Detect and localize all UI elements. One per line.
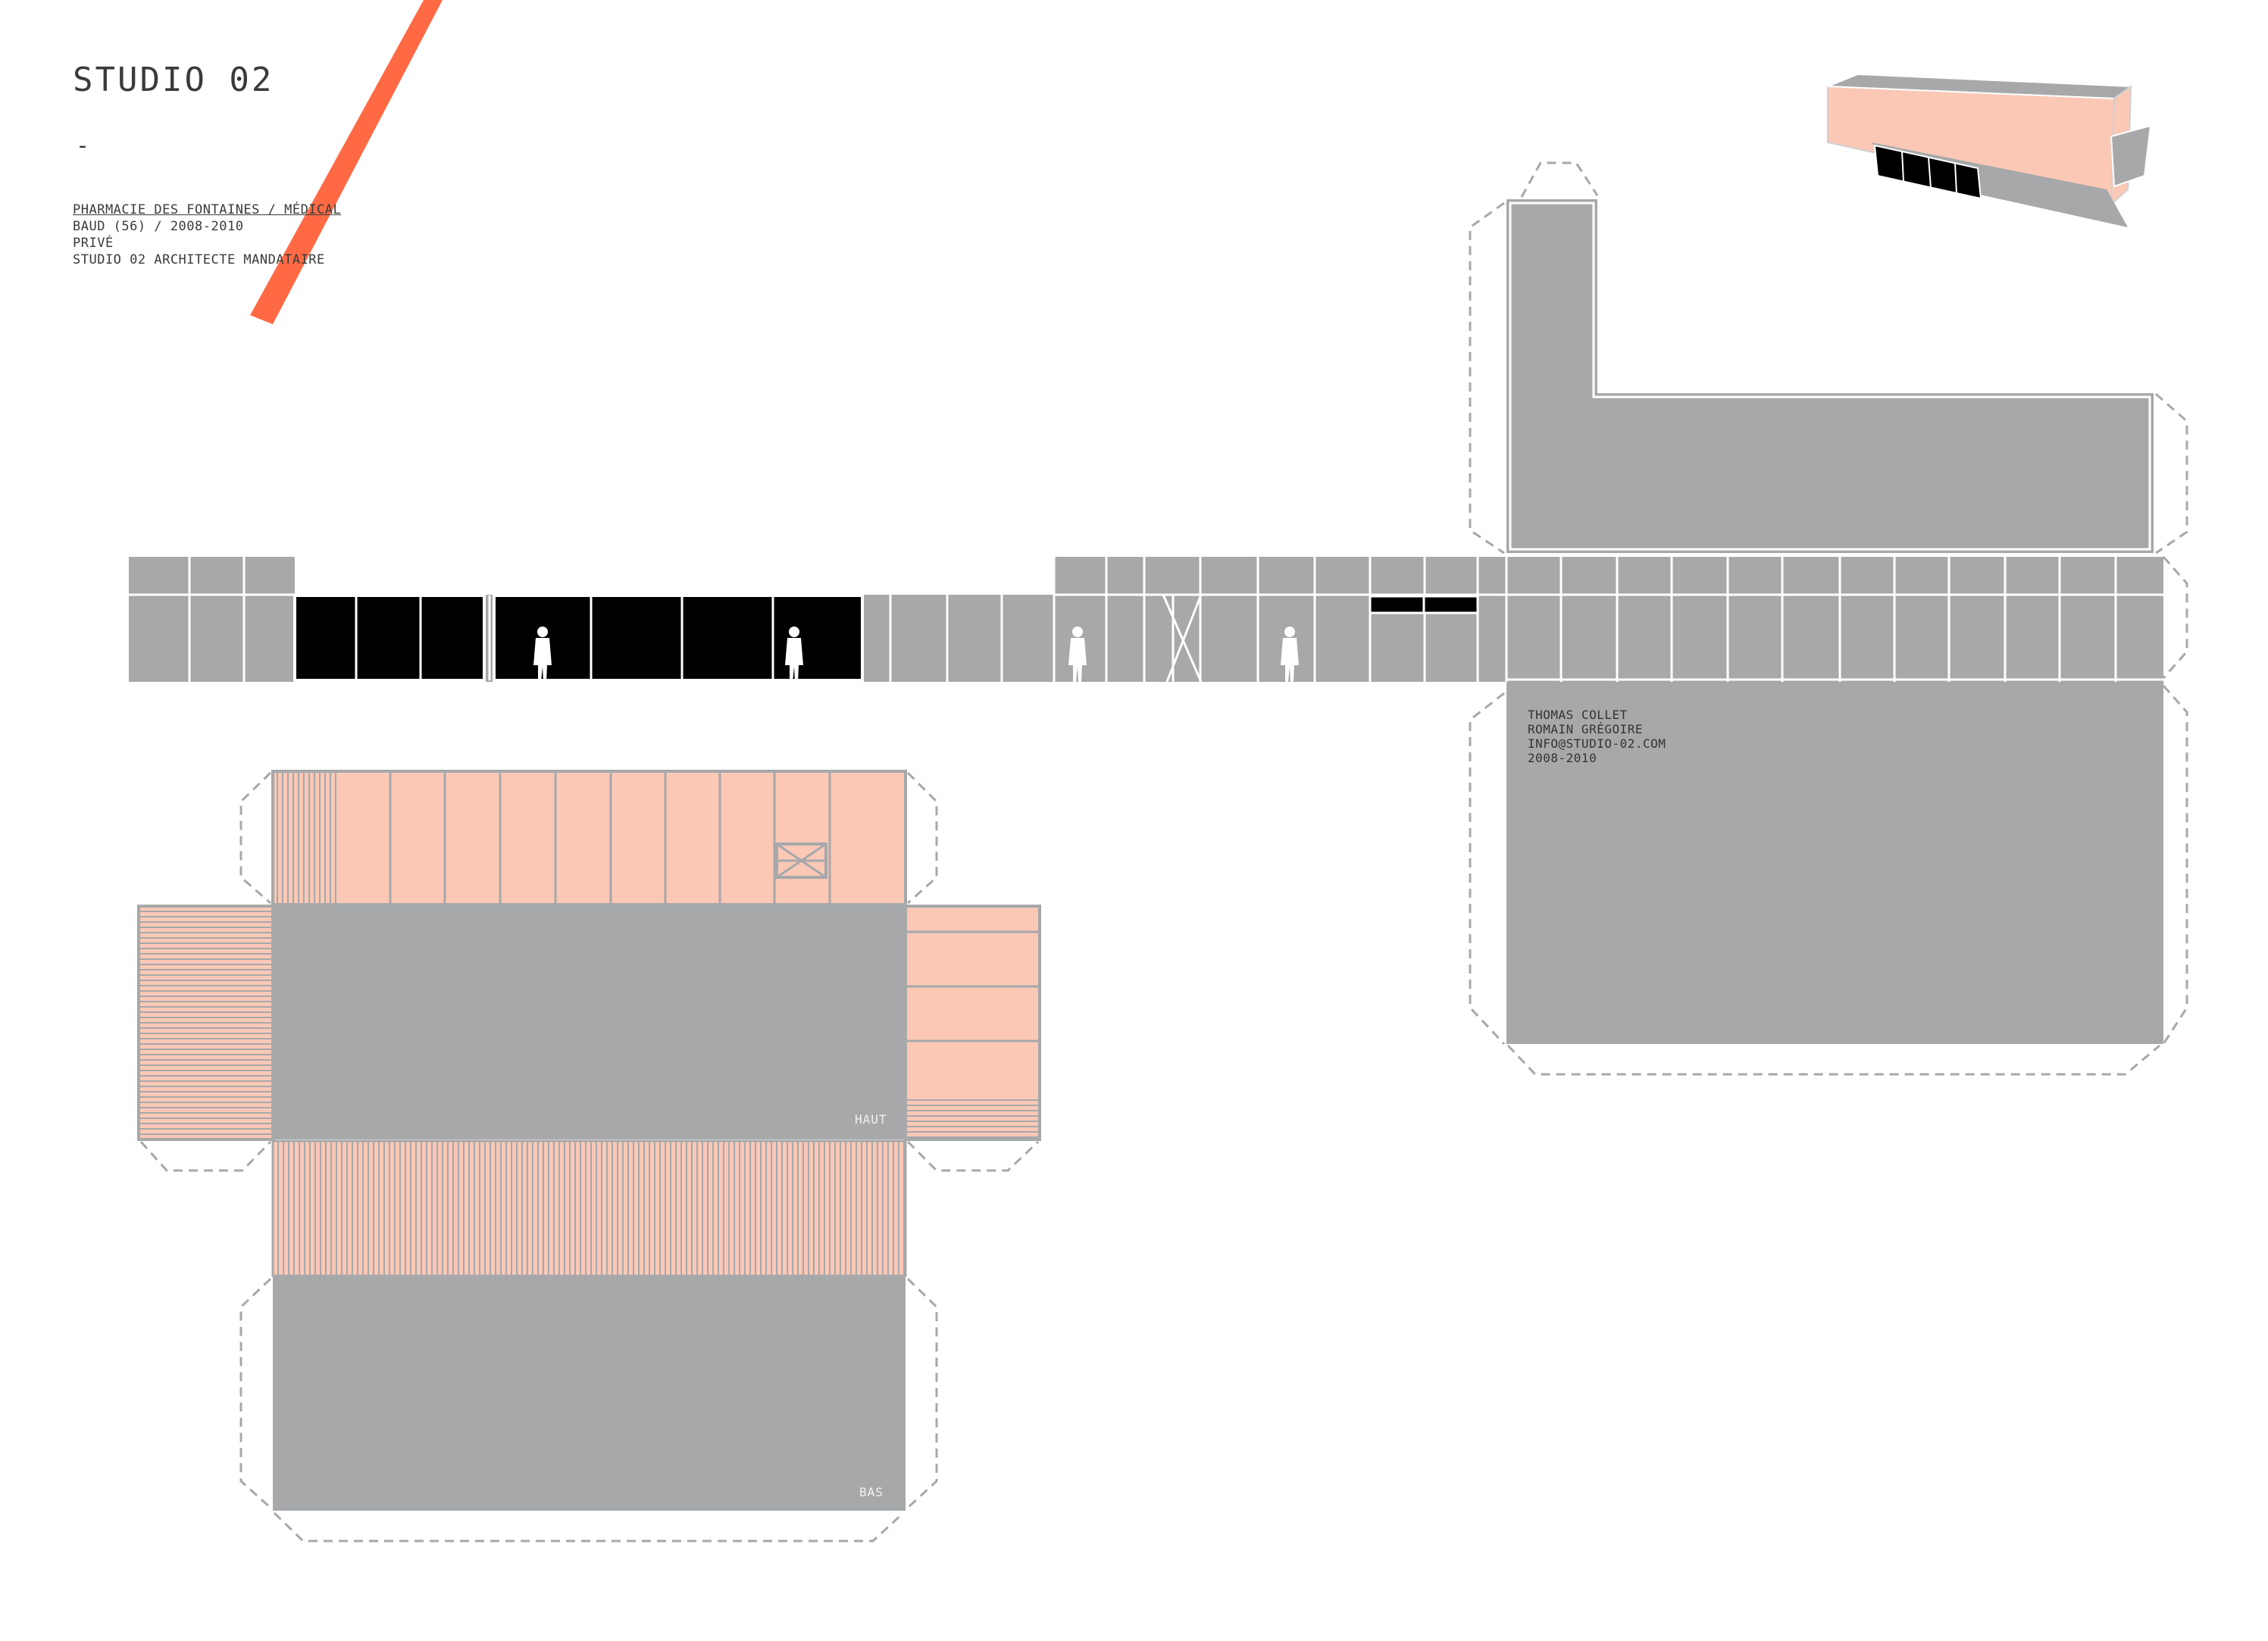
preview-glazing-mullion-1: [1928, 157, 1932, 189]
credit-author-2: ROMAIN GRÉGOIRE: [1528, 722, 1643, 736]
bas-glue-tab-bottom: [273, 1511, 905, 1543]
person-silhouette-3-head: [1072, 627, 1083, 637]
bas-glue-tab-right: [906, 1277, 938, 1509]
box-face-bas: [273, 1276, 906, 1511]
label-haut: HAUT: [855, 1112, 887, 1127]
top-facade-glue-tab-left: [239, 771, 272, 905]
preview-lower-block-top: [2110, 124, 2152, 188]
person-silhouette-4-body: [1281, 638, 1299, 682]
person-silhouette-1-head: [537, 627, 548, 637]
credit-author-1: THOMAS COLLET: [1528, 708, 1628, 722]
roof-l-panel: [1506, 199, 2154, 553]
elevation-glazing-1: [293, 594, 486, 682]
right-face-glue-tab-right: [2162, 685, 2188, 1045]
project-location-years: BAUD (56) / 2008-2010: [73, 219, 244, 234]
entrance-door-line-1: [1162, 594, 1203, 683]
project-client-type: PRIVÉ: [73, 236, 114, 251]
credit-email: INFO@STUDIO-02.COM: [1528, 736, 1666, 751]
studio-title: STUDIO 02: [73, 61, 274, 99]
right-face-glue-tab-bottom: [1506, 1044, 2160, 1076]
roof-glue-tab-left: [1469, 202, 1505, 555]
left-side-glue-tab: [139, 1140, 272, 1172]
roof-glue-tab-right: [2155, 392, 2188, 555]
person-silhouette-2-head: [789, 627, 799, 637]
person-silhouette-2-body: [785, 638, 803, 682]
box-right-side: [904, 905, 1041, 1141]
project-role: STUDIO 02 ARCHITECTE MANDATAIRE: [73, 252, 325, 267]
roof-l-panel-outline: [1509, 202, 2151, 551]
person-silhouette-4-head: [1284, 627, 1295, 637]
person-silhouette-1-body: [533, 638, 552, 682]
elevation-glue-tab-right: [2162, 556, 2188, 679]
box-face-haut: [273, 906, 906, 1139]
elevation-upper-gap: [295, 557, 1054, 595]
preview-glazing-mullion-2: [1954, 162, 1957, 194]
credits-block: THOMAS COLLET ROMAIN GRÉGOIRE INFO@STUDI…: [1528, 708, 1666, 765]
credit-years: 2008-2010: [1528, 751, 1597, 765]
project-info: PHARMACIE DES FONTAINES / MÉDICAL BAUD (…: [73, 202, 341, 268]
roof-glue-tab-top: [1520, 161, 1599, 198]
right-face-glue-tab-left: [1469, 692, 1506, 1046]
right-side-glue-tab: [906, 1140, 1040, 1172]
orange-diagonal-stripe: [250, 0, 443, 324]
top-facade-glue-tab-right: [906, 771, 938, 905]
title-separator: -: [76, 133, 90, 159]
project-name: PHARMACIE DES FONTAINES / MÉDICAL: [73, 202, 342, 217]
box-top-facade: [271, 770, 907, 906]
person-silhouette-3-body: [1068, 638, 1087, 682]
bas-glue-tab-left: [239, 1277, 272, 1509]
preview-glazing-mullion-0: [1901, 151, 1904, 183]
label-bas: BAS: [859, 1485, 884, 1499]
preview-glazing: [1873, 144, 1982, 200]
right-bottom-face: [1506, 682, 2163, 1044]
